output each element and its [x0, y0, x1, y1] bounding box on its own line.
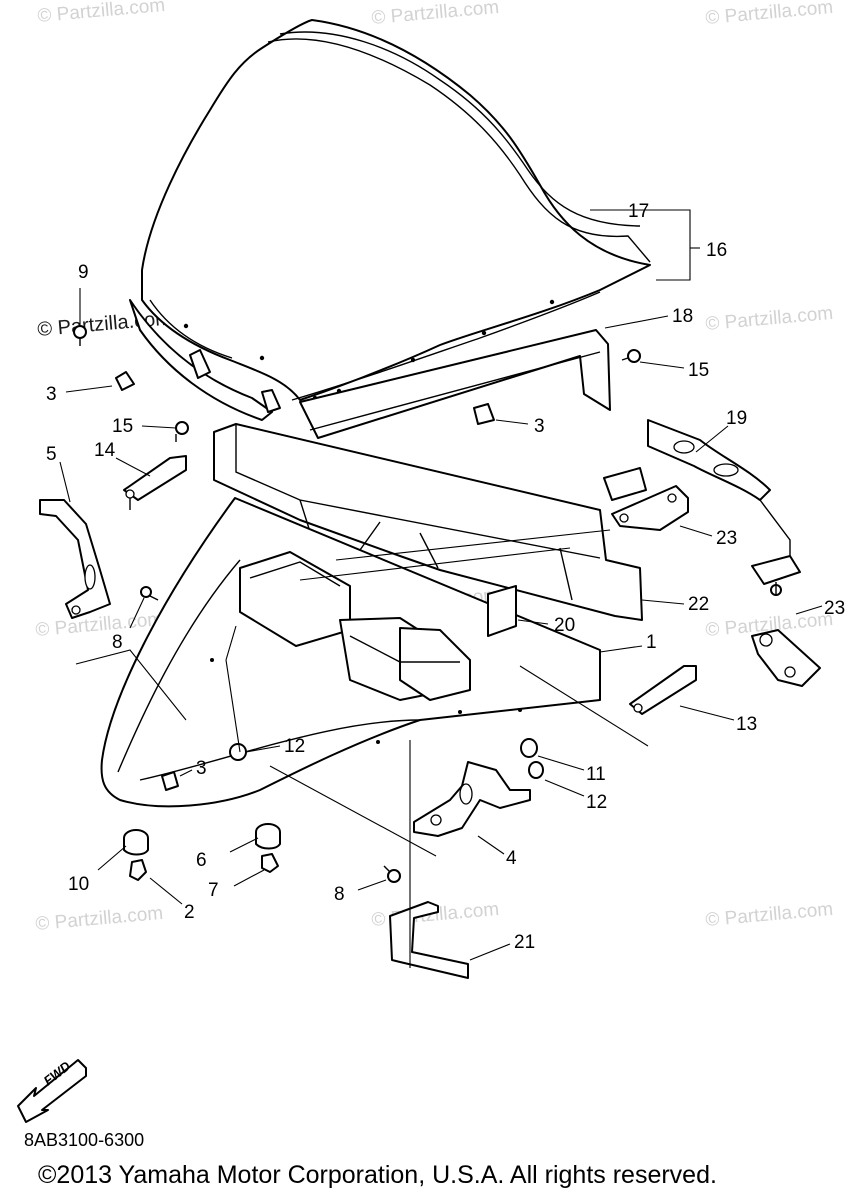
callout-4: 4 — [506, 848, 517, 869]
callout-6: 6 — [196, 850, 207, 871]
spacer-block — [487, 585, 517, 637]
watermark-text: © Partzilla.com — [35, 903, 164, 935]
main-panel — [100, 497, 601, 808]
fwd-arrow-icon: FWD — [17, 1058, 87, 1123]
callout-8: 8 — [112, 632, 123, 653]
foam-block — [213, 423, 643, 621]
leader-lines — [59, 209, 823, 968]
callout-21: 21 — [514, 932, 535, 953]
callout-23: 23 — [716, 528, 737, 549]
watermark-text: © Partzilla.com — [705, 0, 834, 29]
callout-15: 15 — [112, 416, 133, 437]
bracket-14 — [123, 455, 187, 510]
callout-5: 5 — [46, 444, 57, 465]
watermark-text: © Partzilla.com — [35, 609, 164, 641]
stay-bracket — [603, 419, 801, 585]
callout-19: 19 — [726, 408, 747, 429]
callout-2: 2 — [184, 902, 195, 923]
bracket-13 — [629, 665, 697, 715]
callout-15: 15 — [688, 360, 709, 381]
watermark-text: © Partzilla.com — [371, 0, 500, 29]
callout-18: 18 — [672, 306, 693, 327]
callout-3: 3 — [46, 384, 57, 405]
callouts: 17 16 9 18 15 3 3 15 14 5 19 23 22 23 8 … — [46, 201, 845, 953]
bracket-4 — [413, 761, 531, 837]
callout-10: 10 — [68, 874, 89, 895]
watermark-text: © Partzilla.com — [37, 0, 166, 27]
diagram-code: 8AB3100-6300 — [24, 1130, 145, 1150]
watermark-text: © Partzilla.com — [705, 303, 834, 335]
callout-1: 1 — [646, 632, 657, 653]
callout-23: 23 — [824, 598, 845, 619]
callout-17: 17 — [628, 201, 649, 222]
watermark-text: © Partzilla.com — [705, 899, 834, 931]
callout-13: 13 — [736, 714, 757, 735]
callout-8: 8 — [334, 884, 345, 905]
mount-rail — [129, 299, 611, 439]
callout-3: 3 — [534, 416, 545, 437]
windshield — [141, 19, 651, 401]
callout-11: 11 — [586, 764, 606, 785]
callout-3: 3 — [196, 758, 207, 779]
copyright-notice: ©2013 Yamaha Motor Corporation, U.S.A. A… — [38, 1161, 717, 1189]
callout-9: 9 — [78, 262, 89, 283]
hardware — [73, 325, 782, 883]
callout-12: 12 — [284, 736, 305, 757]
hinge-bracket-23 — [611, 485, 821, 687]
callout-14: 14 — [94, 440, 116, 461]
callout-7: 7 — [208, 880, 219, 901]
callout-16: 16 — [706, 240, 727, 261]
callout-22: 22 — [688, 594, 709, 615]
callout-20: 20 — [554, 615, 575, 636]
callout-12: 12 — [586, 792, 607, 813]
bracket-5 — [39, 499, 111, 619]
